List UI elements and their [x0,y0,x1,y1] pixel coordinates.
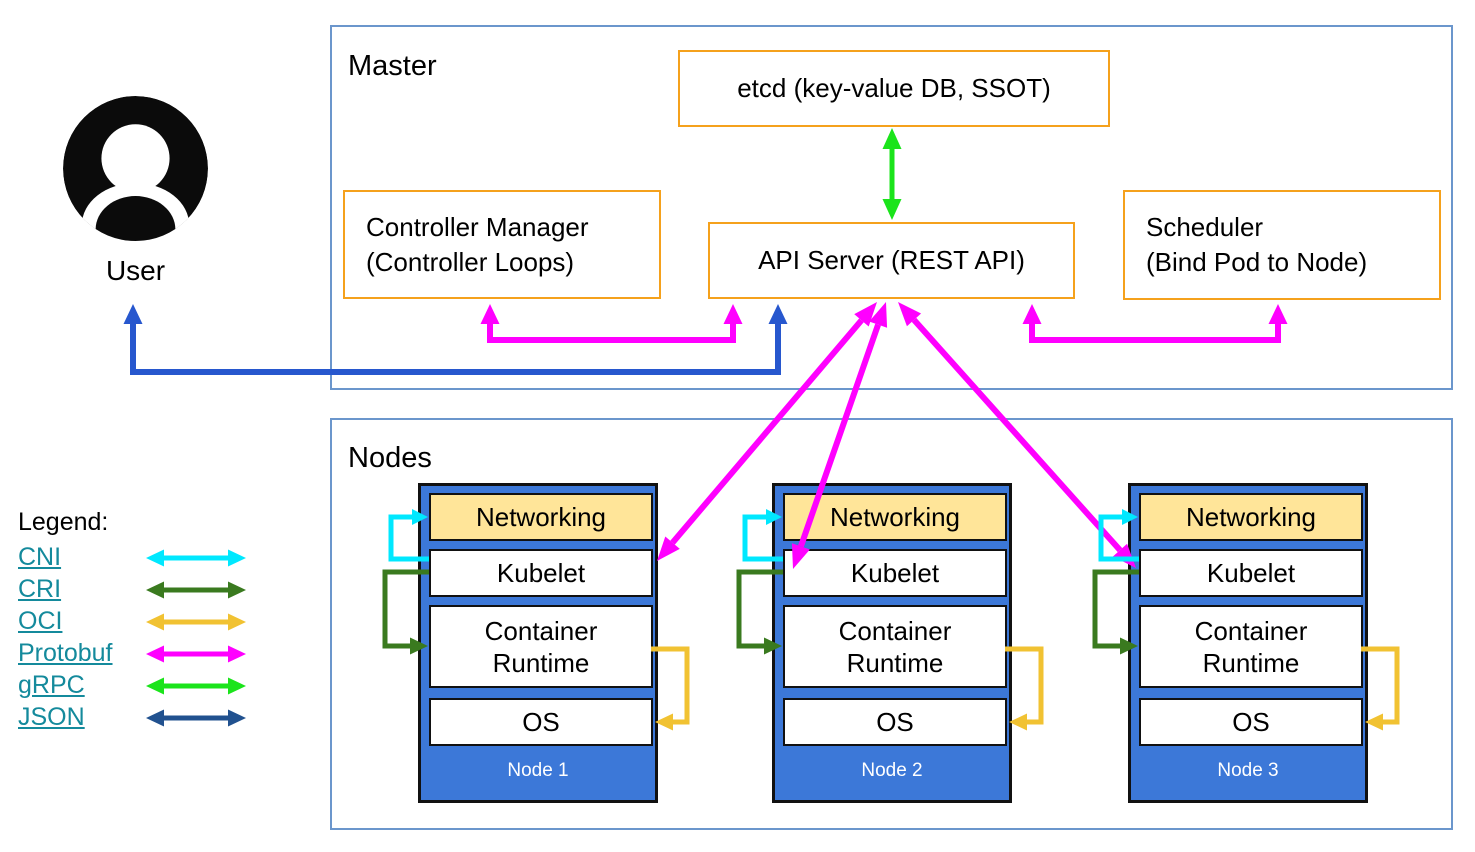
user-icon [63,96,208,246]
scheduler-label-line1: Scheduler [1146,212,1264,242]
controller-manager-label-line2: (Controller Loops) [366,246,575,277]
etcd-box: etcd (key-value DB, SSOT) [678,50,1110,127]
nodes-title: Nodes [348,442,432,474]
etcd-label: etcd (key-value DB, SSOT) [737,73,1051,103]
person-icon [63,96,208,241]
node3-networking-box: Networking [1139,493,1363,541]
node-3: Networking Kubelet Container Runtime OS … [1128,483,1368,803]
legend-arrow-oci [146,613,246,631]
master-title: Master [348,50,437,82]
node2-networking-box: Networking [783,493,1007,541]
legend-arrow-json [146,709,246,727]
scheduler-box: Scheduler (Bind Pod to Node) [1123,190,1441,300]
legend-link-cni[interactable]: CNI [18,543,62,571]
legend-link-protobuf[interactable]: Protobuf [18,639,113,667]
node-1: Networking Kubelet Container Runtime OS … [418,483,658,803]
api-server-label: API Server (REST API) [758,245,1025,275]
legend-arrow-cri [146,581,246,599]
legend-arrow-protobuf [146,645,246,663]
node1-label: Node 1 [507,760,569,781]
node3-label: Node 3 [1217,760,1279,781]
node3-container-runtime-box: Container Runtime [1139,605,1363,688]
node2-os-box: OS [783,698,1007,746]
legend-link-grpc[interactable]: gRPC [18,671,85,699]
legend-link-cri[interactable]: CRI [18,575,62,603]
node1-networking-box: Networking [429,493,653,541]
node3-os-box: OS [1139,698,1363,746]
node1-kubelet-box: Kubelet [429,549,653,597]
node1-container-runtime-box: Container Runtime [429,605,653,688]
node2-container-runtime-box: Container Runtime [783,605,1007,688]
api-server-box: API Server (REST API) [708,222,1075,299]
node2-label: Node 2 [861,760,923,781]
legend-link-oci[interactable]: OCI [18,607,63,635]
scheduler-label-line2: (Bind Pod to Node) [1146,247,1368,277]
node2-kubelet-box: Kubelet [783,549,1007,597]
user-label: User [105,255,166,286]
legend-title: Legend: [18,508,109,536]
controller-manager-box: Controller Manager (Controller Loops) [343,190,661,299]
node3-kubelet-box: Kubelet [1139,549,1363,597]
node1-os-box: OS [429,698,653,746]
legend-link-json[interactable]: JSON [18,703,85,731]
controller-manager-label-line1: Controller Manager [366,211,589,242]
legend-arrow-grpc [146,677,246,695]
node-2: Networking Kubelet Container Runtime OS … [772,483,1012,803]
legend-arrow-cni [146,549,246,567]
